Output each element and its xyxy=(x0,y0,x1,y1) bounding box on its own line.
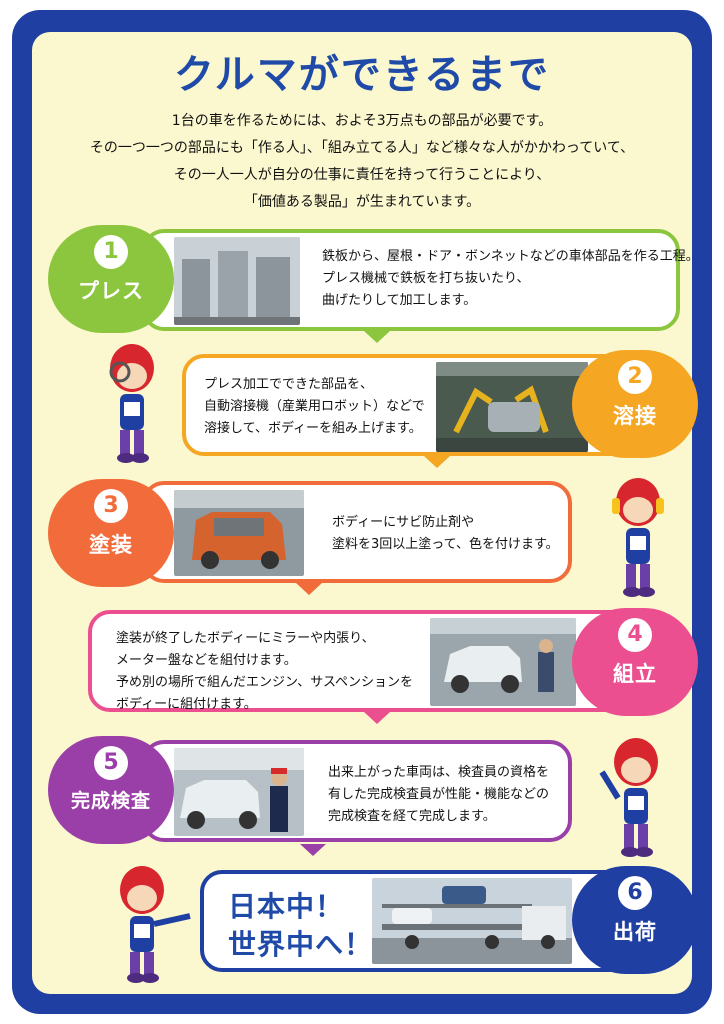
step-5-line: 完成検査を経て完成します。 xyxy=(328,809,496,824)
shipping-truck-photo xyxy=(372,878,572,964)
step-3-line: ボディーにサビ防止剤や xyxy=(332,515,475,530)
intro-line: その一つ一つの部品にも「作る人」、「組み立てる人」など様々な人がかかわっていて、 xyxy=(89,140,635,156)
flow-arrow xyxy=(364,712,390,724)
step-1-badge: 1 プレス xyxy=(48,225,174,333)
step-1-text: 鉄板から、屋根・ドア・ボンネットなどの車体部品を作る工程。 プレス機械で鉄板を打… xyxy=(322,246,699,312)
step-1-number: 1 xyxy=(94,235,128,269)
flow-arrow xyxy=(300,844,326,856)
step-4-line: 塗装が終了したボディーにミラーや内張り、 xyxy=(116,631,375,646)
press-photo xyxy=(174,237,300,325)
step-5-number: 5 xyxy=(94,746,128,780)
step-4-line: メーター盤などを組付けます。 xyxy=(116,653,297,668)
step-6-number: 6 xyxy=(618,876,652,910)
step-3-badge: 3 塗装 xyxy=(48,479,174,587)
step-3-text: ボディーにサビ防止剤や 塗料を3回以上塗って、色を付けます。 xyxy=(332,512,559,556)
painting-photo xyxy=(174,490,304,576)
step-2-badge: 2 溶接 xyxy=(572,350,698,458)
mascot-waving xyxy=(598,732,674,866)
slogan-text: 日本中！ 世界中へ！ xyxy=(228,888,373,964)
mascot-pointing xyxy=(98,860,194,990)
step-5-label: 完成検査 xyxy=(70,790,151,812)
step-3-number: 3 xyxy=(94,489,128,523)
step-2-line: プレス加工でできた部品を、 xyxy=(204,377,374,392)
step-5-line: 有した完成検査員が性能・機能などの xyxy=(328,787,550,802)
step-6-label: 出荷 xyxy=(613,920,657,944)
welding-photo xyxy=(436,362,588,452)
step-1-line: プレス機械で鉄板を打ち抜いたり、 xyxy=(322,271,530,286)
step-5-line: 出来上がった車両は、検査員の資格を xyxy=(328,765,550,780)
step-3-line: 塗料を3回以上塗って、色を付けます。 xyxy=(332,537,559,552)
step-4-line: ボディーに組付けます。 xyxy=(116,697,257,712)
step-2-text: プレス加工でできた部品を、 自動溶接機（産業用ロボット）などで 溶接して、ボディ… xyxy=(204,374,425,440)
intro-line: 1台の車を作るためには、およそ3万点もの部品が必要です。 xyxy=(171,113,553,129)
assembly-photo xyxy=(430,618,576,706)
inspection-photo xyxy=(174,748,304,836)
page-frame: クルマができるまで 1台の車を作るためには、およそ3万点もの部品が必要です。 そ… xyxy=(12,10,712,1014)
intro-text: 1台の車を作るためには、およそ3万点もの部品が必要です。 その一つ一つの部品にも… xyxy=(42,108,682,216)
step-1-line: 鉄板から、屋根・ドア・ボンネットなどの車体部品を作る工程。 xyxy=(322,249,699,264)
step-1-line: 曲げたりして加工します。 xyxy=(322,293,477,308)
intro-line: 「価値ある製品」が生まれています。 xyxy=(243,194,481,210)
step-2-number: 2 xyxy=(618,360,652,394)
slogan-line: 世界中へ！ xyxy=(228,928,374,961)
step-4-badge: 4 組立 xyxy=(572,608,698,716)
mascot-headphones xyxy=(604,472,674,606)
content-panel: クルマができるまで 1台の車を作るためには、およそ3万点もの部品が必要です。 そ… xyxy=(32,32,699,994)
step-5-badge: 5 完成検査 xyxy=(48,736,174,844)
step-4-text: 塗装が終了したボディーにミラーや内張り、 メーター盤などを組付けます。 予め別の… xyxy=(116,628,413,716)
step-4-number: 4 xyxy=(618,618,652,652)
step-3-label: 塗装 xyxy=(89,533,133,557)
flow-arrow xyxy=(424,456,450,468)
step-6-badge: 6 出荷 xyxy=(572,866,698,974)
flow-arrow xyxy=(364,331,390,343)
mascot-magnifier xyxy=(98,338,168,472)
step-2-line: 自動溶接機（産業用ロボット）などで xyxy=(204,399,425,414)
step-4-line: 予め別の場所で組んだエンジン、サスペンションを xyxy=(116,675,414,690)
step-1-label: プレス xyxy=(78,279,144,303)
step-2-line: 溶接して、ボディーを組み上げます。 xyxy=(204,421,422,436)
page-title: クルマができるまで xyxy=(174,52,550,98)
step-4-label: 組立 xyxy=(613,662,657,686)
step-5-text: 出来上がった車両は、検査員の資格を 有した完成検査員が性能・機能などの 完成検査… xyxy=(328,762,549,828)
flow-arrow xyxy=(296,583,322,595)
intro-line: その一人一人が自分の仕事に責任を持って行うことにより、 xyxy=(173,167,551,183)
slogan-line: 日本中！ xyxy=(228,890,345,923)
step-2-label: 溶接 xyxy=(613,404,657,428)
